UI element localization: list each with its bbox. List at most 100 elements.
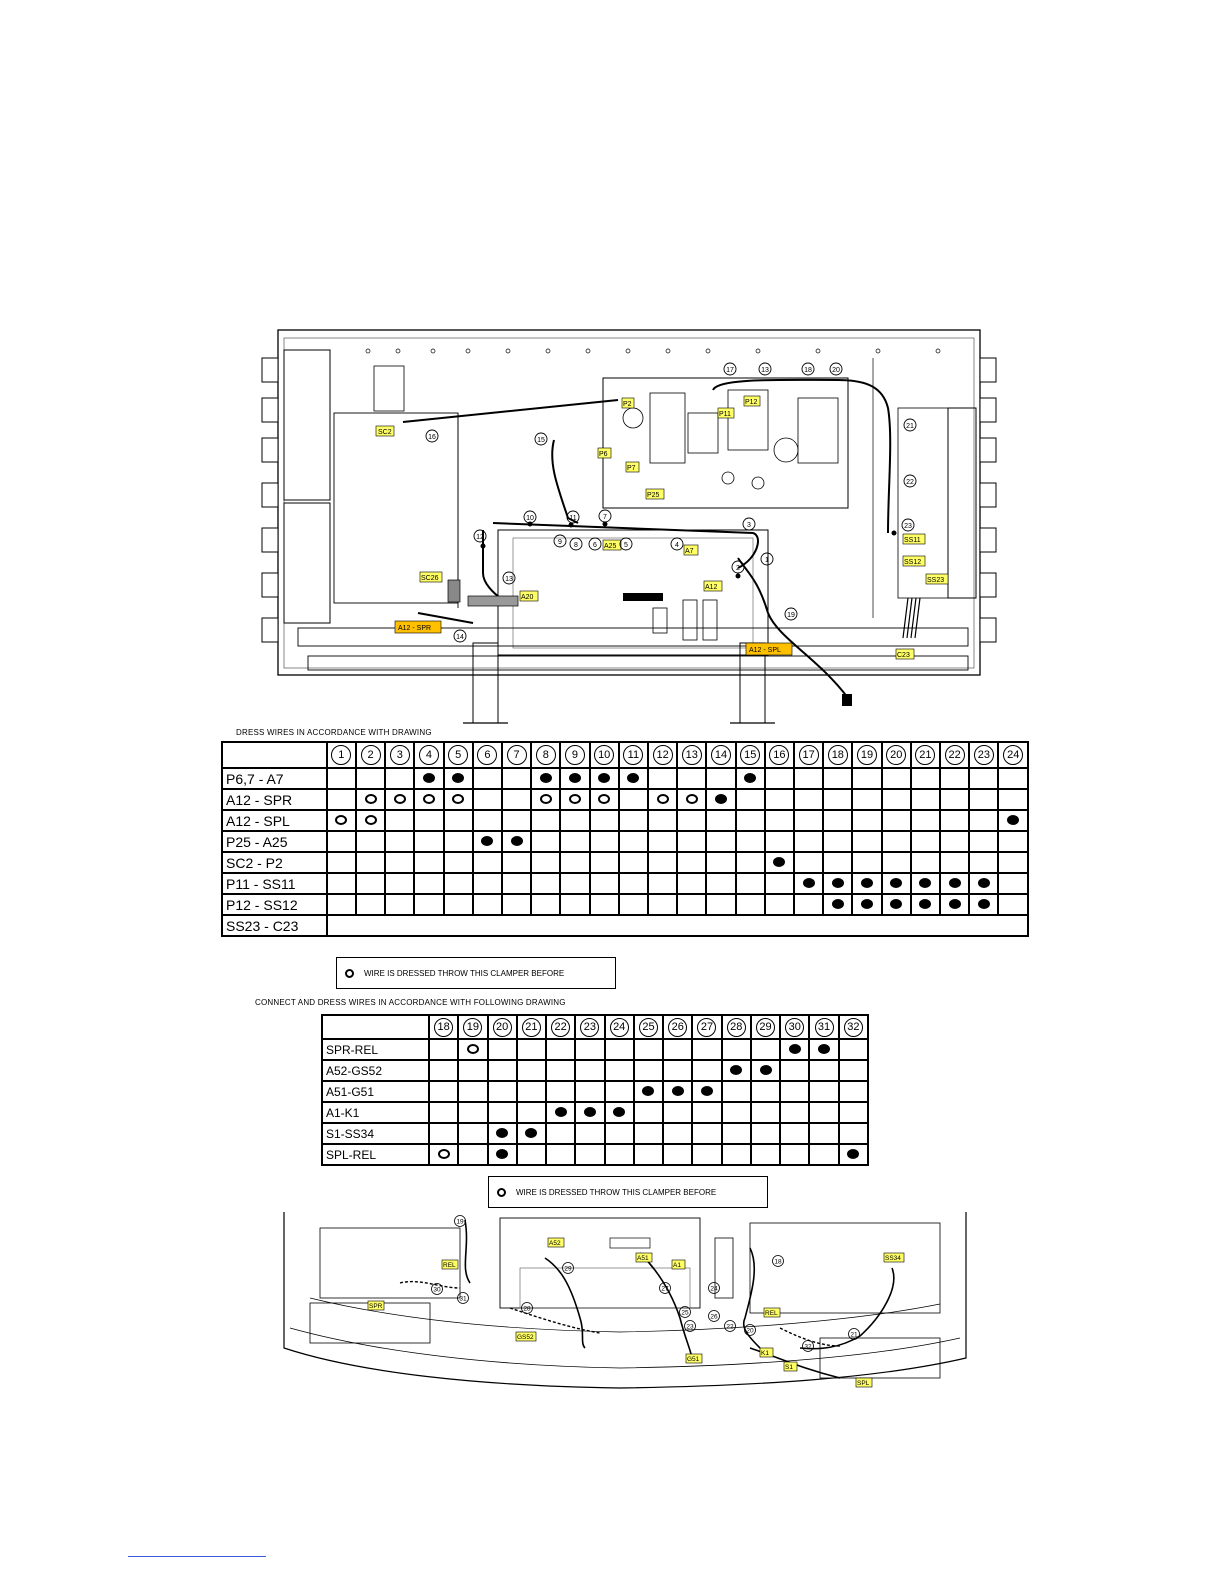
svg-text:12: 12 bbox=[476, 534, 484, 541]
callout-number: 26 bbox=[668, 1018, 688, 1037]
table-row: A12 - SPL bbox=[221, 809, 1029, 832]
table-row: SC2 - P2 bbox=[221, 851, 1029, 874]
table-cell bbox=[325, 851, 357, 874]
svg-text:18: 18 bbox=[774, 1259, 782, 1266]
table-cell bbox=[968, 788, 1000, 811]
table-cell bbox=[822, 893, 854, 916]
svg-text:P2: P2 bbox=[623, 401, 632, 408]
table-cell bbox=[574, 1059, 606, 1082]
table-cell bbox=[603, 1101, 635, 1124]
table-cell bbox=[500, 788, 533, 811]
table-cell bbox=[880, 788, 912, 811]
table-cell bbox=[325, 809, 357, 832]
table-cell bbox=[880, 851, 912, 874]
column-header: 5 bbox=[442, 741, 474, 769]
table-cell bbox=[588, 767, 620, 790]
table-cell bbox=[471, 767, 503, 790]
table-cell bbox=[763, 872, 796, 895]
table-cell bbox=[413, 767, 445, 790]
callout-number: 21 bbox=[915, 745, 936, 765]
svg-text:SC26: SC26 bbox=[421, 575, 439, 582]
table-cell bbox=[588, 830, 620, 853]
table-cell bbox=[384, 872, 416, 895]
table-cell bbox=[779, 1101, 811, 1124]
filled-clamp-dot bbox=[847, 1148, 860, 1159]
svg-text:9: 9 bbox=[558, 539, 562, 546]
table-cell bbox=[500, 893, 533, 916]
table-cell bbox=[939, 893, 971, 916]
table-row: SS23 - C23 bbox=[221, 914, 1030, 937]
svg-text:A20: A20 bbox=[521, 594, 534, 601]
filled-clamp-dot bbox=[919, 877, 932, 888]
filled-clamp-dot bbox=[919, 898, 932, 909]
table-cell bbox=[909, 809, 942, 832]
table-cell bbox=[646, 872, 679, 895]
table2-caption: CONNECT AND DRESS WIRES IN ACCORDANCE WI… bbox=[255, 998, 566, 1007]
callout-number: 24 bbox=[1003, 745, 1024, 765]
svg-text:P6: P6 bbox=[599, 451, 608, 458]
table-cell bbox=[515, 1101, 548, 1124]
table-cell bbox=[617, 851, 650, 874]
table-cell bbox=[632, 1122, 665, 1145]
svg-text:GS52: GS52 bbox=[517, 1334, 534, 1341]
table-cell bbox=[559, 767, 591, 790]
filled-clamp-dot bbox=[671, 1085, 684, 1096]
table-cell bbox=[588, 788, 620, 811]
svg-text:P12: P12 bbox=[745, 399, 758, 406]
table-cell bbox=[559, 872, 591, 895]
table-cell bbox=[354, 851, 387, 874]
table-cell bbox=[413, 809, 445, 832]
table-cell bbox=[588, 893, 620, 916]
filled-clamp-dot bbox=[831, 877, 844, 888]
column-header: 16 bbox=[763, 741, 796, 769]
filled-clamp-dot bbox=[861, 877, 874, 888]
table-cell bbox=[588, 872, 620, 895]
table-cell bbox=[632, 1059, 665, 1082]
column-header: 1 bbox=[325, 741, 357, 769]
bottom-chassis-drawing: REL SPR A52 A51 A1 GS52 G51 REL K1 S1 SS… bbox=[280, 1208, 970, 1394]
column-header: 23 bbox=[574, 1014, 606, 1040]
callout-number: 30 bbox=[785, 1018, 805, 1037]
table-cell bbox=[646, 830, 679, 853]
open-clamp-circle bbox=[598, 793, 611, 804]
table-cell bbox=[837, 1080, 870, 1103]
table-cell bbox=[617, 893, 650, 916]
table-cell bbox=[793, 809, 825, 832]
filled-clamp-dot bbox=[948, 898, 961, 909]
filled-clamp-dot bbox=[977, 877, 990, 888]
table-cell bbox=[486, 1038, 518, 1061]
table-cell bbox=[837, 1059, 870, 1082]
table-cell bbox=[471, 893, 503, 916]
table-cell bbox=[486, 1080, 518, 1103]
svg-text:SS34: SS34 bbox=[885, 1255, 901, 1262]
svg-text:23: 23 bbox=[904, 523, 912, 530]
table-cell bbox=[354, 767, 387, 790]
table-cell bbox=[442, 851, 474, 874]
table-cell bbox=[354, 893, 387, 916]
table-cell bbox=[354, 872, 387, 895]
filled-clamp-dot bbox=[861, 898, 874, 909]
table-cell bbox=[325, 788, 357, 811]
table-cell bbox=[909, 893, 942, 916]
svg-text:15: 15 bbox=[537, 437, 545, 444]
table-cell bbox=[763, 788, 796, 811]
table-cell bbox=[486, 1101, 518, 1124]
table-cell bbox=[545, 1038, 577, 1061]
svg-text:SC2: SC2 bbox=[378, 429, 392, 436]
table-cell bbox=[500, 851, 533, 874]
filled-clamp-dot bbox=[1007, 814, 1020, 825]
table-cell bbox=[749, 1080, 782, 1103]
table-cell bbox=[705, 851, 737, 874]
svg-text:P11: P11 bbox=[719, 411, 731, 418]
callout-number: 18 bbox=[434, 1018, 454, 1037]
table-cell bbox=[793, 788, 825, 811]
svg-text:P25: P25 bbox=[647, 492, 660, 499]
table-row: A51-G51 bbox=[321, 1080, 870, 1103]
table-cell bbox=[427, 1038, 460, 1061]
svg-text:19: 19 bbox=[456, 1219, 464, 1226]
table-cell bbox=[515, 1080, 548, 1103]
table-cell bbox=[632, 1038, 665, 1061]
table-cell bbox=[939, 788, 971, 811]
table-cell bbox=[545, 1122, 577, 1145]
row-label: P11 - SS11 bbox=[221, 872, 328, 895]
